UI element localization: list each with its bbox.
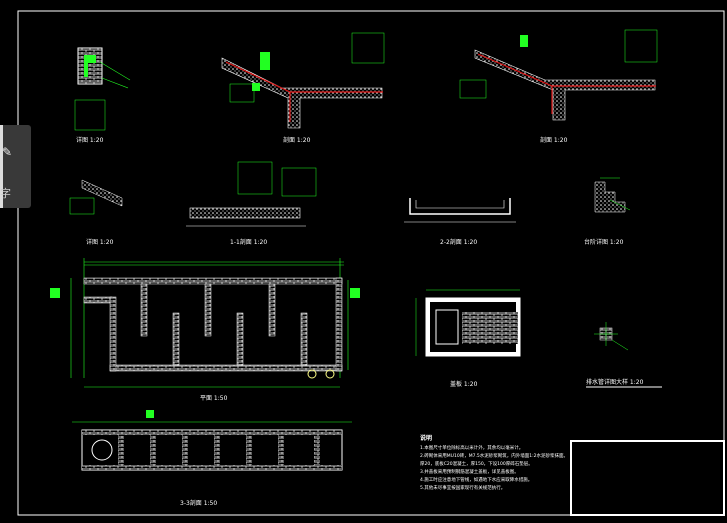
- svg-text:详图 1:20: 详图 1:20: [86, 238, 114, 246]
- svg-text:台阶详图 1:20: 台阶详图 1:20: [584, 238, 624, 246]
- drawing-frame: [17, 10, 725, 516]
- side-panel-edge: [0, 125, 3, 208]
- cover-plan-view: 盖板 1:20: [415, 289, 521, 388]
- section-2-view: 2-2剖面 1:20: [404, 198, 516, 246]
- section-3-view: 3-3剖面 1:50: [72, 410, 352, 507]
- step-detail-view: 台阶详图 1:20: [584, 177, 631, 246]
- svg-text:2-2剖面 1:20: 2-2剖面 1:20: [440, 238, 477, 246]
- svg-text:2.砖砌体采用MU10砖，M7.5水泥砂浆砌筑，内外墙面1:: 2.砖砌体采用MU10砖，M7.5水泥砂浆砌筑，内外墙面1:2水泥砂浆抹面。: [420, 452, 568, 459]
- svg-text:厚20，底板C20混凝土，厚150，下设100厚碎石垫层。: 厚20，底板C20混凝土，厚150，下设100厚碎石垫层。: [420, 460, 533, 467]
- svg-text:排水管详图大样 1:20: 排水管详图大样 1:20: [586, 378, 644, 386]
- svg-text:1-1剖面 1:20: 1-1剖面 1:20: [230, 238, 267, 246]
- svg-text:1.本图尺寸单位除标高以米计外，其余均以毫米计。: 1.本图尺寸单位除标高以米计外，其余均以毫米计。: [420, 444, 523, 451]
- section-b-view: 剖面 1:20: [459, 29, 658, 144]
- section-1-view: 1-1剖面 1:20: [186, 161, 317, 246]
- pencil-icon[interactable]: ✎: [2, 145, 13, 159]
- svg-text:3-3剖面 1:50: 3-3剖面 1:50: [180, 499, 217, 507]
- svg-text:4.施工时应注意地下管线，如遇地下水应采取降水措施。: 4.施工时应注意地下管线，如遇地下水应采取降水措施。: [420, 476, 532, 483]
- detail-1-view: 详图 1:20: [74, 47, 131, 144]
- plan-view: 平面 1:50: [50, 258, 360, 402]
- notes-block: 说明 1.本图尺寸单位除标高以米计外，其余均以毫米计。 2.砖砌体采用MU10砖…: [420, 434, 568, 491]
- title-block: [570, 440, 725, 516]
- svg-text:详图 1:20: 详图 1:20: [76, 136, 104, 144]
- svg-text:5.其他未尽事宜按国家现行有关规范执行。: 5.其他未尽事宜按国家现行有关规范执行。: [420, 484, 505, 491]
- svg-text:剖面 1:20: 剖面 1:20: [540, 136, 568, 144]
- drain-detail-view: 排水管详图大样 1:20: [586, 322, 662, 388]
- svg-text:3.井盖板采用预制钢筋混凝土盖板，详见盖板图。: 3.井盖板采用预制钢筋混凝土盖板，详见盖板图。: [420, 468, 519, 475]
- detail-2-view: 详图 1:20: [69, 179, 123, 246]
- side-panel-tab[interactable]: ✎ 字: [0, 125, 31, 208]
- svg-text:盖板 1:20: 盖板 1:20: [450, 380, 478, 388]
- side-panel-label: 字: [0, 187, 11, 200]
- section-a-view: 剖面 1:20: [221, 32, 385, 144]
- svg-text:说明: 说明: [420, 434, 432, 442]
- svg-text:剖面 1:20: 剖面 1:20: [283, 136, 311, 144]
- svg-text:平面 1:50: 平面 1:50: [200, 395, 228, 402]
